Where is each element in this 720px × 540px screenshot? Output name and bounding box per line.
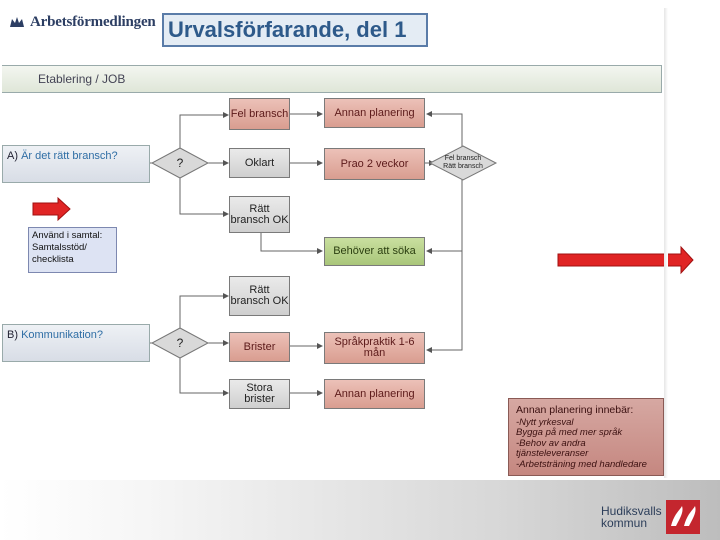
box-fel-bransch: Fel bransch xyxy=(229,98,290,130)
decision-diamond-branch xyxy=(428,145,498,181)
red-arrow-left xyxy=(32,196,71,222)
box-ratt-bransch-1: Rätt bransch OK xyxy=(229,196,290,233)
info-line: Bygga på med mer språk xyxy=(516,427,623,438)
row-label-a: A) Är det rätt bransch? xyxy=(2,145,150,183)
footer-bar xyxy=(0,480,720,540)
info-line: -Arbetsträning med handledare xyxy=(516,458,647,470)
row-a-prefix: A) xyxy=(7,150,22,162)
info-line: -Nytt yrkesval xyxy=(516,416,574,428)
box-prao: Prao 2 veckor xyxy=(324,148,425,180)
row-b-prefix: B) xyxy=(7,329,22,341)
logo-text: Arbetsförmedlingen xyxy=(30,13,156,30)
band-label: Etablering / JOB xyxy=(38,72,126,86)
decision-diamond-b xyxy=(150,327,210,359)
crown-icon xyxy=(10,17,24,27)
box-brister: Brister xyxy=(229,332,290,362)
red-arrow-right xyxy=(557,245,694,275)
row-a-question: Är det rätt bransch? xyxy=(21,150,118,162)
box-sprakpraktik: Språkpraktik 1-6 mån xyxy=(324,332,425,364)
box-stora-brister: Stora brister xyxy=(229,379,290,409)
note-box: Använd i samtal: Samtalsstöd/ checklista xyxy=(28,227,117,273)
diamond-b-label: ? xyxy=(176,336,184,350)
annan-planering-info: Annan planering innebär: -Nytt yrkesval … xyxy=(508,398,664,476)
diamond-a-label: ? xyxy=(176,156,184,170)
logo-line-2: kommun xyxy=(601,516,648,530)
info-title: Annan planering innebär: xyxy=(516,404,634,416)
box-annan-planering-2: Annan planering xyxy=(324,379,425,409)
logo-wordmark: Hudiksvalls kommun xyxy=(601,505,662,529)
box-behover-att-soka: Behöver att söka xyxy=(324,237,425,266)
arbetsformedlingen-logo: Arbetsförmedlingen xyxy=(8,10,156,34)
decision-diamond-a xyxy=(150,147,210,179)
crest-icon xyxy=(665,500,700,534)
box-oklart: Oklart xyxy=(229,148,290,178)
box-ratt-bransch-2: Rätt bransch OK xyxy=(229,276,290,316)
row-label-b: B) Kommunikation? xyxy=(2,324,150,362)
process-band: Etablering / JOB xyxy=(2,65,662,93)
logo-line-1: Hudiksvalls xyxy=(601,504,662,518)
page-title: Urvalsförfarande, del 1 xyxy=(162,13,428,47)
info-line: -Behov av andra tjänsteleveranser xyxy=(516,437,589,459)
row-b-question: Kommunikation? xyxy=(21,329,103,341)
hudiksvall-logo: Hudiksvalls kommun xyxy=(601,500,711,534)
diamond-branch-label: Fel bransch Rätt bransch xyxy=(443,155,483,170)
box-annan-planering-1: Annan planering xyxy=(324,98,425,128)
right-edge-shadow xyxy=(664,8,668,478)
